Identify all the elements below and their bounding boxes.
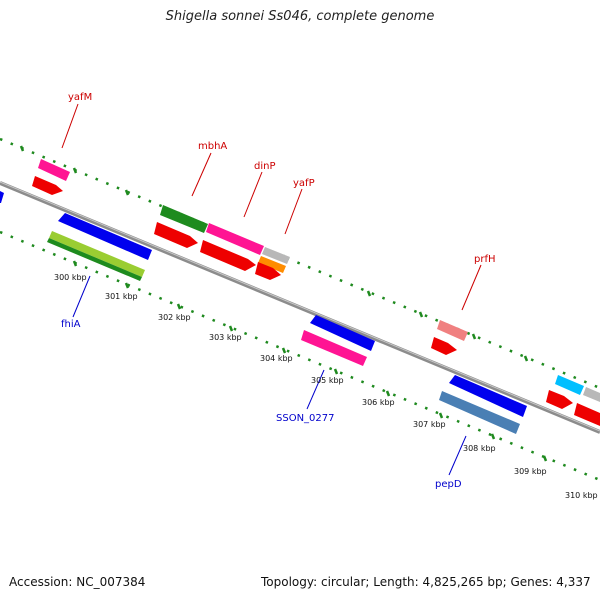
label-pepd: pepD: [435, 479, 462, 490]
genome-backbone: [0, 181, 600, 434]
feature-fhia-yellow: [49, 231, 145, 277]
scale-label-301: 301 kbp: [105, 292, 138, 301]
feature-red-4: [255, 262, 281, 280]
feature-dinp: [206, 223, 264, 255]
feature-mbha: [160, 205, 208, 233]
scale-label-308: 308 kbp: [463, 444, 496, 453]
label-yafp: yafP: [293, 178, 315, 189]
label-prfh: prfH: [474, 254, 496, 265]
scale-label-304: 304 kbp: [260, 354, 293, 363]
label-mbha: mbhA: [198, 141, 227, 152]
label-fhia: fhiA: [61, 319, 81, 330]
scale-label-306: 306 kbp: [362, 398, 395, 407]
lower-tick-track: [0, 230, 600, 482]
upper-features: [32, 159, 600, 426]
feature-red-3: [200, 240, 256, 271]
feature-orange: [258, 256, 286, 273]
scale-label-307: 307 kbp: [413, 420, 446, 429]
scale-label-309: 309 kbp: [514, 467, 547, 476]
genome-backbone-highlight: [0, 181, 600, 432]
label-dinp: dinP: [254, 161, 276, 172]
feature-red-7: [574, 403, 600, 426]
scale-label-310: 310 kbp: [565, 491, 598, 500]
feature-yafm-cds: [38, 159, 70, 181]
feature-red-5: [431, 337, 457, 355]
upper-tick-track: [0, 137, 600, 390]
feature-blue-edge: [0, 191, 4, 203]
scale-label-303: 303 kbp: [209, 333, 242, 342]
topology-text: Topology: circular; Length: 4,825,265 bp…: [261, 575, 591, 589]
feature-blue-1: [58, 213, 152, 260]
feature-cyan: [555, 375, 584, 395]
scale-label-305: 305 kbp: [311, 376, 344, 385]
leader-lines: [61, 103, 482, 476]
feature-red-6: [546, 390, 573, 409]
feature-fhia-green: [47, 238, 142, 281]
scale-label-302: 302 kbp: [158, 313, 191, 322]
label-yafm: yafM: [68, 92, 92, 103]
feature-gray: [262, 247, 290, 264]
scale-label-300: 300 kbp: [54, 273, 87, 282]
feature-sson0277: [301, 330, 367, 366]
feature-red-2: [154, 222, 198, 248]
lower-features: [0, 191, 527, 434]
label-sson0277: SSON_0277: [276, 413, 335, 424]
feature-pepd: [439, 391, 520, 434]
feature-red-1: [32, 176, 63, 195]
genome-title: Shigella sonnei Ss046, complete genome: [165, 9, 435, 24]
feature-prfh: [437, 320, 468, 341]
feature-gray-2: [583, 387, 600, 402]
lower-major-ticks: [72, 260, 548, 462]
feature-blue-3: [449, 375, 527, 417]
accession-text: Accession: NC_007384: [9, 575, 146, 589]
feature-blue-2: [310, 315, 375, 351]
